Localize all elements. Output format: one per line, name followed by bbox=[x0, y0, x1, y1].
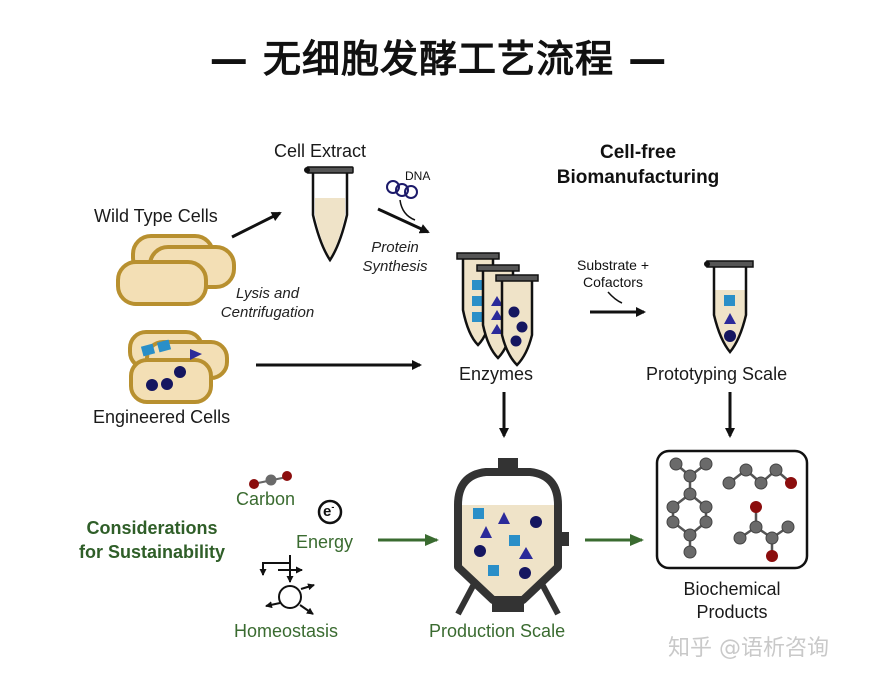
label-protein-synthesis: Protein Synthesis bbox=[345, 238, 445, 276]
wild-type-cells-icon bbox=[116, 234, 236, 306]
label-engineered-cells: Engineered Cells bbox=[93, 407, 231, 427]
enzyme-tubes-icon bbox=[456, 252, 539, 367]
label-prototyping-scale: Prototyping Scale bbox=[646, 364, 788, 384]
label-considerations-sustainability: Considerations for Sustainability bbox=[62, 516, 242, 564]
label-lysis-line2: Centrifugation bbox=[220, 304, 315, 321]
watermark: 知乎 @语析咨询 bbox=[668, 636, 829, 661]
label-considerations-line2: for Sustainability bbox=[78, 542, 226, 562]
label-cell-extract: Cell Extract bbox=[274, 141, 367, 161]
label-biochemical-line2: Products bbox=[696, 602, 768, 622]
carbon-dioxide-icon bbox=[249, 471, 292, 489]
page-title: — 无细胞发酵工艺流程 — bbox=[0, 28, 877, 83]
label-homeostasis: Homeostasis bbox=[234, 621, 339, 641]
energy-symbol-minus: - bbox=[331, 502, 335, 512]
biochemical-products-box bbox=[655, 449, 809, 570]
label-biochemical-products: Biochemical Products bbox=[662, 578, 802, 624]
homeostasis-icon bbox=[259, 555, 315, 615]
label-substrate-cofactors: Substrate + Cofactors bbox=[558, 257, 668, 291]
label-wild-type-cells: Wild Type Cells bbox=[94, 206, 218, 226]
label-substrate-line2: Cofactors bbox=[583, 274, 643, 290]
engineered-cells-icon bbox=[128, 330, 229, 404]
label-protein-synthesis-line2: Synthesis bbox=[362, 258, 428, 275]
label-substrate-line1: Substrate + bbox=[577, 257, 649, 273]
label-cell-free-biomanufacturing: Cell-free Biomanufacturing bbox=[528, 140, 748, 190]
dna-plasmid-icon bbox=[386, 180, 418, 199]
bioreactor-icon bbox=[454, 458, 569, 616]
title-text: 无细胞发酵工艺流程 bbox=[262, 37, 614, 81]
label-dna: DNA bbox=[405, 169, 431, 183]
label-carbon: Carbon bbox=[236, 489, 296, 509]
electron-icon bbox=[317, 499, 343, 525]
label-energy: Energy bbox=[296, 532, 354, 552]
dna-curve bbox=[399, 199, 416, 221]
substrate-curve bbox=[607, 291, 623, 304]
label-cell-free-line2: Biomanufacturing bbox=[556, 167, 720, 188]
label-cell-free-line1: Cell-free bbox=[599, 142, 677, 163]
arrow-protein-synthesis bbox=[377, 207, 430, 234]
label-production-scale: Production Scale bbox=[429, 621, 566, 641]
prototyping-tube-icon bbox=[704, 260, 754, 354]
energy-symbol: e- bbox=[323, 502, 334, 520]
label-enzymes: Enzymes bbox=[459, 364, 534, 384]
cell-extract-tube-icon bbox=[304, 166, 354, 263]
label-considerations-line1: Considerations bbox=[86, 518, 218, 538]
label-protein-synthesis-line1: Protein bbox=[371, 239, 419, 256]
label-biochemical-line1: Biochemical bbox=[683, 579, 781, 599]
label-lysis-centrifugation: Lysis and Centrifugation bbox=[200, 284, 335, 322]
title-dash-left: — bbox=[209, 37, 263, 81]
label-lysis-line1: Lysis and bbox=[235, 285, 300, 302]
arrow-wild-to-extract bbox=[231, 211, 282, 239]
energy-symbol-e: e bbox=[323, 503, 332, 520]
title-dash-right: — bbox=[614, 37, 668, 81]
